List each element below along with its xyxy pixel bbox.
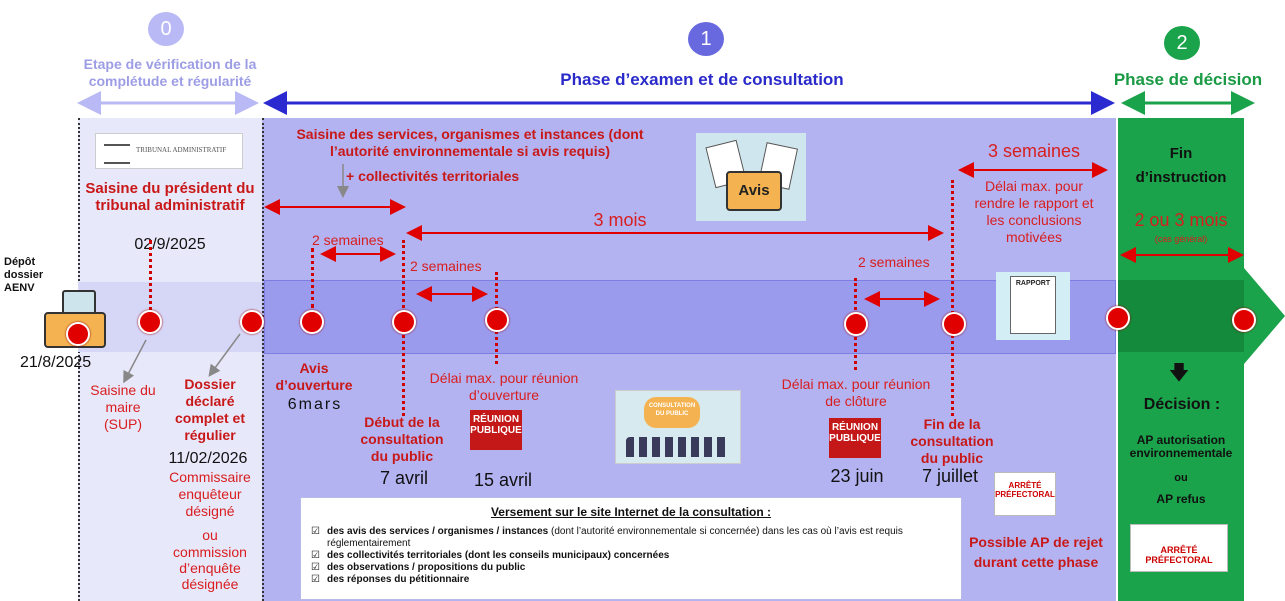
phase-header-arrows <box>77 91 1255 115</box>
versement-title: Versement sur le site Internet de la con… <box>490 505 772 519</box>
grey-pointer-arrows <box>123 164 349 384</box>
fin-instruction: Fin d’instruction <box>1135 145 1227 186</box>
delai-ouverture: Délai max. pour réunion d’ouverture <box>429 370 579 403</box>
checkbox-icon: ☑ <box>311 526 320 537</box>
trois-semaines: 3 semaines <box>987 141 1081 161</box>
dot-fin-consultation <box>942 312 966 336</box>
versement-item-bold: des observations / propositions du publi… <box>327 562 526 573</box>
debut-consultation: Début de la consultation du public <box>360 414 444 464</box>
versement-item: ☑ des réponses du pétitionnaire <box>311 574 951 586</box>
phase0-number: 0 <box>148 12 184 46</box>
down-arrow-icon: 🡇 <box>1168 362 1190 384</box>
dot-saisine-maire <box>138 310 162 334</box>
rapport-doc: RAPPORT <box>1010 276 1056 334</box>
dot-debut-consultation <box>392 310 416 334</box>
green-arrow-head <box>1244 268 1285 364</box>
fin-date: 7 juillet <box>921 466 979 486</box>
deux-semaines-1: 2 semaines <box>312 232 384 248</box>
tribunal-card: TRIBUNAL ADMINISTRATIF <box>95 133 243 169</box>
versement-item-bold: des collectivités territoriales (dont le… <box>327 550 670 561</box>
avis-card: Avis <box>696 133 806 221</box>
date-23-juin: 23 juin <box>830 466 884 486</box>
dot-dossier-complet <box>240 310 264 334</box>
phase2-number: 2 <box>1164 26 1200 60</box>
versement-item-bold: des réponses du pétitionnaire <box>327 574 470 585</box>
saisine-maire: Saisine du maire (SUP) <box>90 382 156 432</box>
vline-fin <box>951 180 954 416</box>
arrete-phase2: ARRÊTÉ PRÉFECTORAL <box>1130 524 1228 572</box>
avis-card-label: Avis <box>726 171 782 211</box>
versement-item-bold: des avis des services / organismes / ins… <box>327 526 549 537</box>
reunion-ouverture: RÉUNION PUBLIQUE <box>470 410 522 450</box>
checkbox-icon: ☑ <box>311 562 320 573</box>
fin-consultation: Fin de la consultation du public <box>910 416 994 466</box>
dot-23-juin <box>844 312 868 336</box>
commission: commission d’enquête désignée <box>173 544 247 592</box>
dot-depot <box>66 322 90 346</box>
commissaire: Commissaire enquêteur désigné <box>169 469 251 519</box>
delai-rapport: Délai max. pour rendre le rapport et les… <box>974 178 1094 245</box>
avis-date: 6mars <box>287 396 343 413</box>
date-15-avril: 15 avril <box>473 470 533 490</box>
timeline-band-green <box>1118 280 1244 352</box>
arrete-phase1: ARRÊTÉ PRÉFECTORAL <box>994 472 1056 516</box>
ap-autorisation: AP autorisation environnementale <box>1129 433 1233 460</box>
consultation-bubble: CONSULTATION DU PUBLIC <box>644 397 700 428</box>
dot-fin-instruction <box>1106 306 1130 330</box>
checkbox-icon: ☑ <box>311 574 320 585</box>
tribunal-icon <box>104 144 130 164</box>
audience-silhouettes <box>626 437 730 457</box>
deux-semaines-2: 2 semaines <box>410 258 482 274</box>
depot-label: Dépôt dossier AENV <box>4 256 44 294</box>
debut-date: 7 avril <box>379 468 428 488</box>
saisine-services: Saisine des services, organismes et inst… <box>296 126 644 159</box>
ap-refus: AP refus <box>1156 492 1206 506</box>
collectivites: + collectivités territoriales <box>346 168 520 184</box>
decision-label: Décision : <box>1143 396 1221 413</box>
vline-avis <box>311 248 314 308</box>
saisine-president: Saisine du président du tribunal adminis… <box>85 180 255 214</box>
ou-left: ou <box>202 527 218 543</box>
deux-trois-mois: 2 ou 3 mois <box>1134 210 1228 230</box>
phase1-number: 1 <box>688 22 724 56</box>
versement-list: ☑ des avis des services / organismes / i… <box>311 526 951 586</box>
phase1-label: Phase d’examen et de consultation <box>560 70 844 89</box>
dot-avis-ouverture <box>300 310 324 334</box>
dossier-complet: Dossier déclaré complet et régulier <box>174 376 245 443</box>
versement-item: ☑ des avis des services / organismes / i… <box>311 526 951 550</box>
rapport-card: RAPPORT <box>996 272 1070 340</box>
deux-semaines-3: 2 semaines <box>858 254 930 270</box>
phase0-panel <box>78 118 264 601</box>
phase2-panel <box>1118 118 1244 601</box>
consultation-card: CONSULTATION DU PUBLIC <box>615 390 741 464</box>
checkbox-icon: ☑ <box>311 550 320 561</box>
tribunal-card-text: TRIBUNAL ADMINISTRATIF <box>136 146 227 154</box>
duration-arrows <box>264 162 1244 307</box>
cas-general: (cas général) <box>1154 234 1208 244</box>
depot-date: 21/8/2025 <box>20 354 92 371</box>
phase0-label: Etape de vérification de la complétude e… <box>83 56 257 89</box>
timeline-band <box>78 282 262 352</box>
ou-right: ou <box>1174 472 1188 484</box>
versement-item-rest: (dont l’autorité environnementale si con… <box>327 526 903 549</box>
avis-ouverture: Avis d’ouverture <box>275 360 353 393</box>
complet-date: 11/02/2026 <box>168 450 248 467</box>
possible-rejet: Possible AP de rejet durant cette phase <box>969 534 1103 570</box>
reunion-cloture: RÉUNION PUBLIQUE <box>829 418 881 458</box>
phase2-label: Phase de décision <box>1113 70 1263 89</box>
dot-15-avril <box>485 308 509 332</box>
saisine-date: 02/9/2025 <box>134 236 206 253</box>
versement-item: ☑ des observations / propositions du pub… <box>311 562 951 574</box>
versement-item: ☑ des collectivités territoriales (dont … <box>311 550 951 562</box>
delai-cloture: Délai max. pour réunion de clôture <box>781 376 931 409</box>
dot-decision <box>1232 308 1256 332</box>
vline-saisine <box>149 240 152 318</box>
versement-box: Versement sur le site Internet de la con… <box>300 497 962 600</box>
